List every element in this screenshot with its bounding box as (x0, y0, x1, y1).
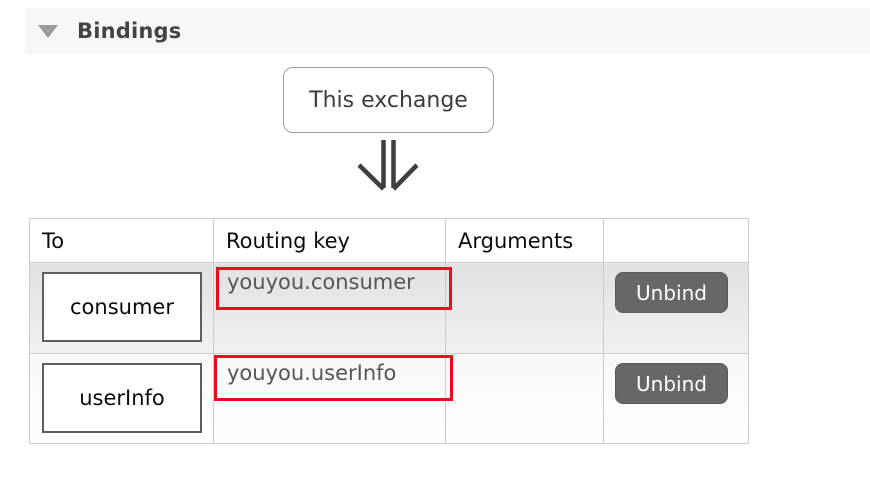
binding-down-arrow-icon (356, 139, 420, 193)
to-cell: userInfo (29, 353, 214, 444)
actions-cell: Unbind (603, 262, 749, 354)
unbind-button[interactable]: Unbind (615, 363, 728, 404)
queue-name-box[interactable]: userInfo (42, 363, 202, 433)
table-row: userInfo youyou.userInfo Unbind (29, 353, 749, 444)
queue-name-label: userInfo (79, 386, 165, 410)
column-header-to: To (29, 218, 214, 263)
to-cell: consumer (29, 262, 214, 354)
routing-key-text: youyou.consumer (227, 270, 415, 294)
bindings-table: To Routing key Arguments consumer youyou… (29, 218, 749, 444)
actions-cell: Unbind (603, 353, 749, 444)
arguments-cell (445, 353, 604, 444)
this-exchange-label: This exchange (309, 87, 468, 113)
this-exchange-node: This exchange (283, 67, 494, 133)
table-row: consumer youyou.consumer Unbind (29, 262, 749, 354)
unbind-button[interactable]: Unbind (615, 272, 728, 313)
table-header-row: To Routing key Arguments (29, 218, 749, 263)
collapse-triangle-icon[interactable] (38, 24, 58, 38)
routing-key-text: youyou.userInfo (227, 361, 397, 385)
section-title: Bindings (77, 19, 182, 43)
column-header-arguments: Arguments (445, 218, 604, 263)
column-header-routing-key: Routing key (213, 218, 446, 263)
queue-name-box[interactable]: consumer (42, 272, 202, 342)
bindings-section-header[interactable]: Bindings (25, 8, 870, 54)
routing-key-cell: youyou.userInfo (213, 353, 446, 444)
routing-key-cell: youyou.consumer (213, 262, 446, 354)
column-header-actions (603, 218, 749, 263)
arguments-cell (445, 262, 604, 354)
queue-name-label: consumer (70, 295, 174, 319)
